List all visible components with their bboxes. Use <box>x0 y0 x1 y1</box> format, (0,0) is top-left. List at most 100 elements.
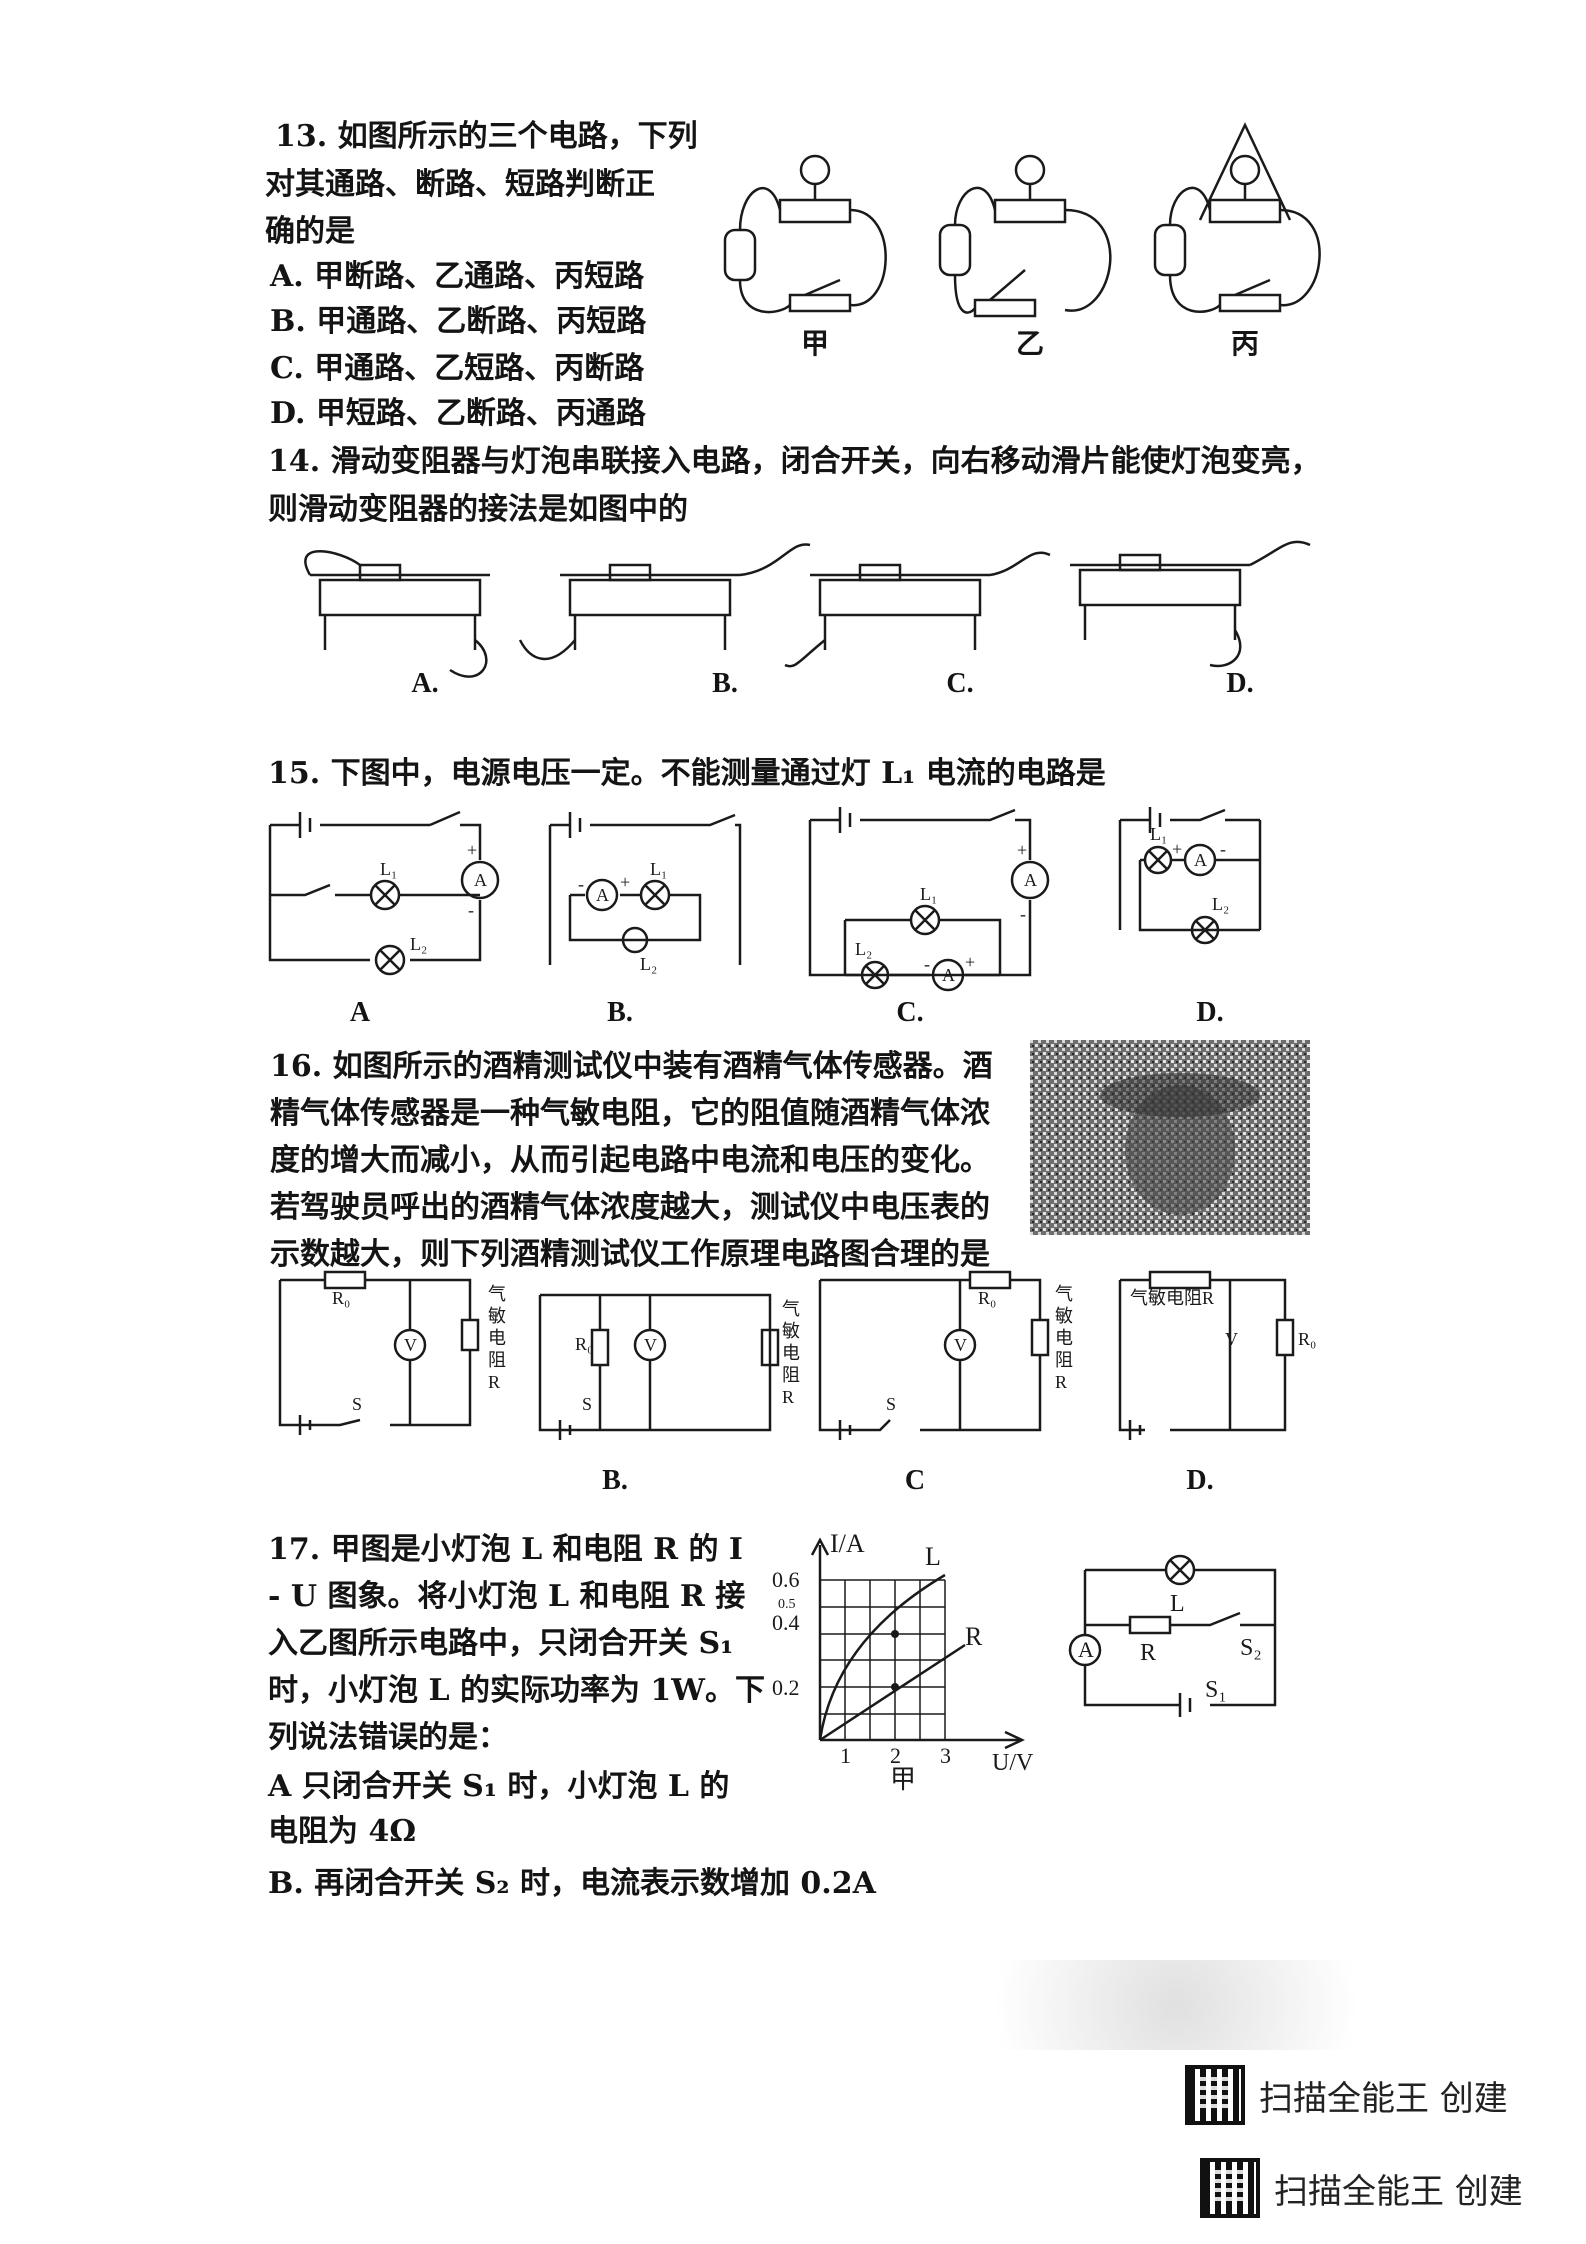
rheostat-d <box>1070 540 1311 668</box>
q15-circuit-c: A +- L₁ L₂ A -+ <box>808 807 1050 992</box>
graph-xtick-0: 1 <box>840 1743 851 1768</box>
q16-circuit-d: 气敏电阻R V R₀ <box>1118 1270 1316 1440</box>
circuit-jia <box>723 154 887 314</box>
svg-text:L₂: L₂ <box>1212 894 1229 914</box>
svg-text:+: + <box>1017 840 1027 860</box>
circuit-lamp-label: L <box>1170 1591 1185 1617</box>
q13-circuit-figures <box>723 122 1321 318</box>
q17-option-a: A 只闭合开关 S₁ 时，小灯泡 L 的 <box>268 1769 730 1804</box>
q17-iu-graph: I/A L R 0.6 0.5 0.4 0.2 1 2 3 U/V 甲 <box>772 1529 1034 1794</box>
svg-text:S: S <box>886 1394 896 1414</box>
graph-ytick-2: 0.4 <box>772 1610 800 1635</box>
svg-text:+: + <box>1172 839 1182 859</box>
q17-circuit: L R S₂ A S₁ <box>1068 1554 1277 1717</box>
q15-circuit-d: L₁ A + - L₂ <box>1118 807 1262 945</box>
circuit-s2-label: S₂ <box>1240 1635 1262 1661</box>
svg-text:V: V <box>644 1335 657 1355</box>
watermark-1-text: 扫描全能王 创建 <box>1259 2078 1508 2119</box>
q15-label-c: C. <box>896 997 924 1028</box>
graph-ytick-1: 0.5 <box>778 1597 796 1612</box>
svg-text:电: 电 <box>488 1328 506 1348</box>
svg-text:L₂: L₂ <box>640 954 657 974</box>
q13-fig-label-yi: 乙 <box>1015 329 1044 360</box>
svg-text:+: + <box>467 840 477 860</box>
svg-text:敏: 敏 <box>782 1321 800 1341</box>
graph-xtick-1: 2 <box>890 1743 901 1768</box>
graph-curve-R: R <box>965 1622 983 1651</box>
q15-circuit-a: A +- L₁ L₂ <box>268 810 500 976</box>
q16-circuits: R₀ V S 气敏电阻R V R₀ S 气敏电阻R R₀ V S 气敏电阻R 气… <box>278 1270 1316 1440</box>
q13-option-b: B. 甲通路、乙断路、丙短路 <box>270 304 647 339</box>
q14-label-d: D. <box>1226 668 1254 699</box>
scan-artifact <box>976 1960 1476 2050</box>
svg-text:L₁: L₁ <box>650 859 667 879</box>
graph-xlabel: U/V <box>992 1750 1034 1776</box>
q14-line-1: 14. 滑动变阻器与灯泡串联接入电路，闭合开关，向右移动滑片能使灯泡变亮， <box>268 444 1321 479</box>
svg-text:+: + <box>620 872 630 892</box>
qr-code-icon <box>1185 2065 1245 2125</box>
svg-text:气: 气 <box>1055 1284 1073 1304</box>
svg-text:-: - <box>924 954 930 974</box>
svg-text:阻: 阻 <box>488 1350 506 1370</box>
q13-line-2: 对其通路、断路、短路判断正 <box>265 167 655 202</box>
q16-circuit-c: R₀ V S 气敏电阻R <box>818 1270 1073 1440</box>
svg-text:V: V <box>404 1335 417 1355</box>
svg-text:气敏电阻R: 气敏电阻R <box>1130 1288 1214 1308</box>
q14-rheostat-figures <box>304 540 1311 678</box>
svg-text:R₀: R₀ <box>978 1288 996 1308</box>
svg-text:敏: 敏 <box>1055 1306 1073 1326</box>
watermark-2-text: 扫描全能王 创建 <box>1274 2171 1523 2212</box>
rheostat-a <box>304 550 490 678</box>
svg-text:S: S <box>352 1394 362 1414</box>
q16-line-2: 精气体传感器是一种气敏电阻，它的阻值随酒精气体浓 <box>270 1096 990 1131</box>
graph-caption: 甲 <box>890 1765 916 1794</box>
svg-text:-: - <box>1220 839 1226 859</box>
svg-text:R: R <box>782 1387 794 1407</box>
circuit-resistor-label: R <box>1140 1640 1156 1666</box>
graph-ytick-3: 0.2 <box>772 1675 800 1700</box>
q16-label-c: C <box>904 1465 926 1496</box>
q16-label-d: D. <box>1186 1465 1214 1496</box>
q17-option-b: B. 再闭合开关 S₂ 时，电流表示数增加 0.2A <box>268 1866 876 1901</box>
svg-text:A: A <box>474 870 487 890</box>
q13-line-1: 13. 如图所示的三个电路，下列 <box>275 119 698 154</box>
svg-text:R₀: R₀ <box>332 1288 350 1308</box>
q16-circuit-1: R₀ V S 气敏电阻R <box>278 1270 506 1435</box>
q15-label-b: B. <box>607 997 633 1028</box>
svg-text:气: 气 <box>488 1284 506 1304</box>
svg-text:L₁: L₁ <box>1150 824 1167 844</box>
q14-label-b: B. <box>712 668 738 699</box>
qr-code-icon <box>1200 2158 1260 2218</box>
q15-label-d: D. <box>1196 997 1224 1028</box>
q16-circuit-b: V R₀ S 气敏电阻R <box>538 1293 800 1440</box>
q16-line-4: 若驾驶员呼出的酒精气体浓度越大，测试仪中电压表的 <box>270 1190 990 1225</box>
q14-line-2: 则滑动变阻器的接法是如图中的 <box>268 492 688 527</box>
graph-curve-L: L <box>925 1542 941 1571</box>
q15-line-1: 15. 下图中，电源电压一定。不能测量通过灯 L₁ 电流的电路是 <box>268 756 1106 791</box>
q13-line-3: 确的是 <box>265 214 355 249</box>
rheostat-c <box>784 551 1051 668</box>
svg-text:V: V <box>1225 1329 1238 1349</box>
svg-text:L₁: L₁ <box>380 859 397 879</box>
svg-text:V: V <box>954 1335 967 1355</box>
circuit-ammeter-label: A <box>1078 1637 1094 1662</box>
q13-fig-label-bing: 丙 <box>1230 329 1259 360</box>
graph-ytick-0: 0.6 <box>772 1567 800 1592</box>
svg-text:A: A <box>942 965 955 985</box>
watermark-1: 扫描全能王 创建 <box>1185 2065 1508 2125</box>
q13-option-c: C. 甲通路、乙短路、丙断路 <box>270 351 645 386</box>
svg-text:电: 电 <box>1055 1328 1073 1348</box>
q17-line-5: 列说法错误的是： <box>268 1720 508 1755</box>
svg-text:阻: 阻 <box>782 1365 800 1385</box>
q17-line-4: 时，小灯泡 L 的实际功率为 1W。下 <box>268 1673 765 1708</box>
svg-text:A: A <box>1194 850 1207 870</box>
circuit-s1-label: S₁ <box>1205 1677 1227 1703</box>
q14-label-c: C. <box>946 668 974 699</box>
svg-text:敏: 敏 <box>488 1306 506 1326</box>
svg-text:R: R <box>1055 1372 1067 1392</box>
q17-line-2: - U 图象。将小灯泡 L 和电阻 R 接 <box>268 1579 746 1614</box>
q13-option-a: A. 甲断路、乙通路、丙短路 <box>270 259 645 294</box>
q15-circuit-b: A -+ L₁ L₂ <box>548 812 742 974</box>
q16-label-b: B. <box>602 1465 628 1496</box>
svg-text:气: 气 <box>782 1299 800 1319</box>
